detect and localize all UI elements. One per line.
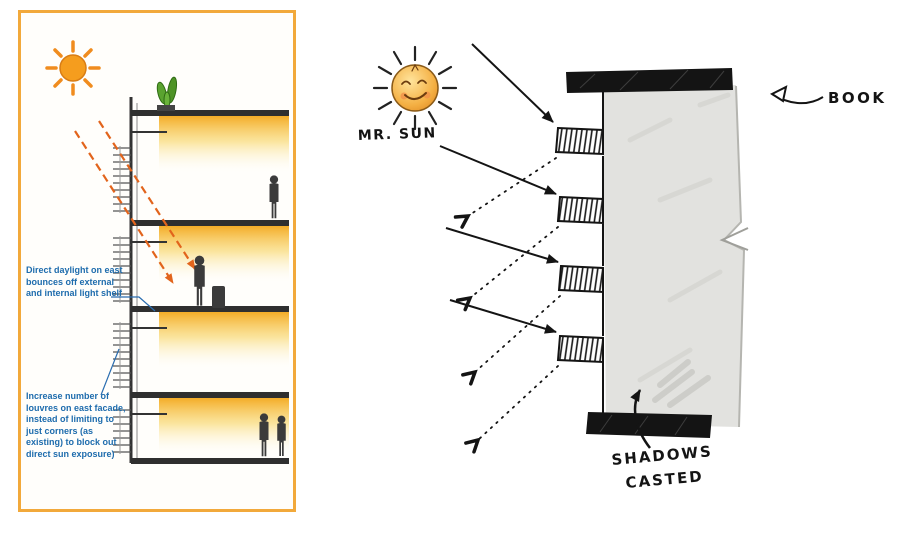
daylight-arrows	[74, 120, 196, 284]
shadows-label-line1: SHADOWS	[611, 442, 714, 469]
floor-band	[586, 412, 712, 438]
shadow-scribbles	[652, 359, 711, 408]
wall-shading	[627, 92, 731, 383]
roof-plant-icon	[156, 76, 178, 111]
people-silhouettes	[194, 175, 286, 457]
mr-sun-label: MR. SUN	[358, 125, 437, 144]
shadows-label-line2: CASTED	[625, 467, 705, 492]
daylight-glow	[159, 116, 289, 456]
wall-break-line	[719, 227, 749, 251]
wall	[602, 85, 749, 428]
louvres	[113, 146, 131, 454]
book-callout: BOOK	[769, 85, 887, 107]
book-arrowhead	[769, 85, 788, 103]
sun-rays	[45, 40, 101, 96]
building-section-drawing	[45, 40, 289, 464]
annotation-leader-lines	[100, 296, 156, 396]
building-section-panel: Direct daylight on east bounces off exte…	[18, 10, 296, 512]
roof-band	[566, 68, 733, 93]
shadows-arrow	[630, 389, 651, 449]
hand-sketch-drawing: MR. SUN BOOK SHADOWS CASTED	[358, 43, 887, 492]
mr-sun-rays	[372, 45, 458, 131]
annotation-daylight-bounce: Direct daylight on east bounces off exte…	[26, 265, 123, 299]
mr-sun-icon	[372, 45, 458, 131]
sun-icon	[45, 40, 101, 96]
reflected-ray-arrows	[453, 157, 561, 454]
sun-ray-arrows	[439, 43, 559, 334]
annotation-increase-louvres: Increase number of louvres on east facad…	[26, 391, 126, 459]
light-shelves	[131, 131, 167, 415]
book-label: BOOK	[828, 89, 887, 107]
louvre-shelves	[554, 126, 604, 364]
mr-sun-face	[401, 63, 427, 100]
